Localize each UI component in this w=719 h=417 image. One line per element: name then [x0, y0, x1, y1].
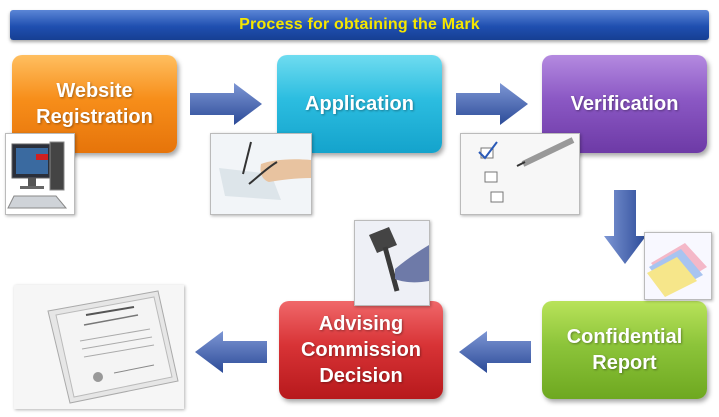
- step-label: Application: [305, 93, 414, 115]
- step-label: Verification: [570, 93, 679, 115]
- arrow-right-icon: [456, 83, 528, 125]
- certificate-icon: [14, 285, 184, 409]
- gavel-icon: [354, 220, 430, 306]
- arrow-left-icon: [195, 331, 267, 373]
- step-confidential-report: Confidential Report: [542, 301, 707, 399]
- arrow-down-icon: [604, 190, 646, 264]
- writing-hand-icon: [210, 133, 312, 215]
- diagram-title: Process for obtaining the Mark: [239, 16, 480, 33]
- checklist-icon: [460, 133, 580, 215]
- step-application: Application: [277, 55, 442, 153]
- step-label-line: Website: [56, 80, 133, 102]
- step-label-line: Decision: [319, 365, 403, 387]
- arrow-left-icon: [459, 331, 531, 373]
- step-label-line: Confidential: [566, 326, 683, 348]
- step-label-line: Commission: [300, 339, 422, 361]
- step-advising-commission-decision: Advising Commission Decision: [279, 301, 443, 399]
- arrow-right-icon: [190, 83, 262, 125]
- step-label-line: Report: [592, 352, 657, 374]
- step-label-line: Advising: [318, 313, 404, 335]
- report-pages-icon: [644, 232, 712, 300]
- computer-icon: [5, 133, 75, 215]
- step-label-line: Registration: [36, 106, 153, 128]
- title-banner: Process for obtaining the Mark: [10, 10, 709, 40]
